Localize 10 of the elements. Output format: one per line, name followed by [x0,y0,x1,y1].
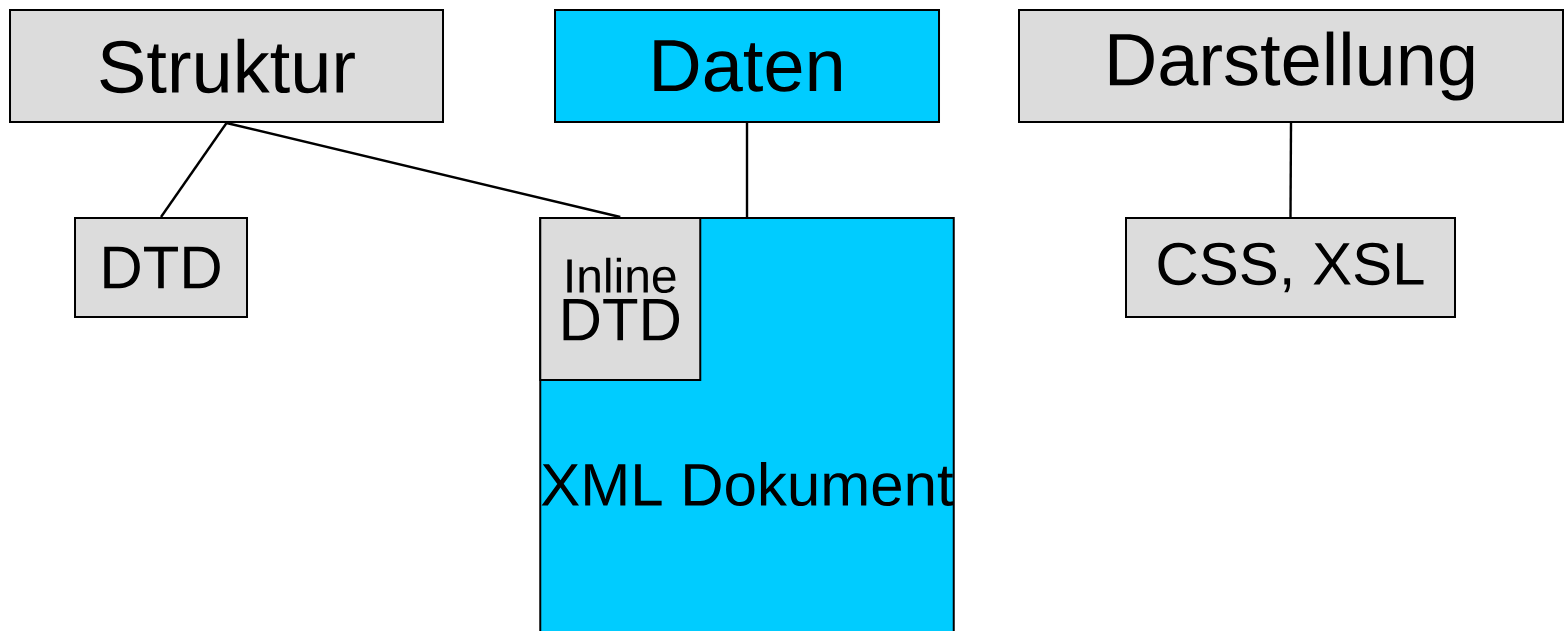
connector-line [226,121,621,219]
connector-line [745,123,749,217]
file-box: CSS, XSL [1125,217,1456,318]
inline-box: Inline DTD [539,217,702,381]
connector-line [160,122,228,218]
connector-line [1289,123,1293,217]
category-box: Daten [554,9,940,123]
file-box: DTD [74,217,248,318]
category-box: Struktur [9,9,444,123]
category-box: Darstellung [1018,9,1564,123]
